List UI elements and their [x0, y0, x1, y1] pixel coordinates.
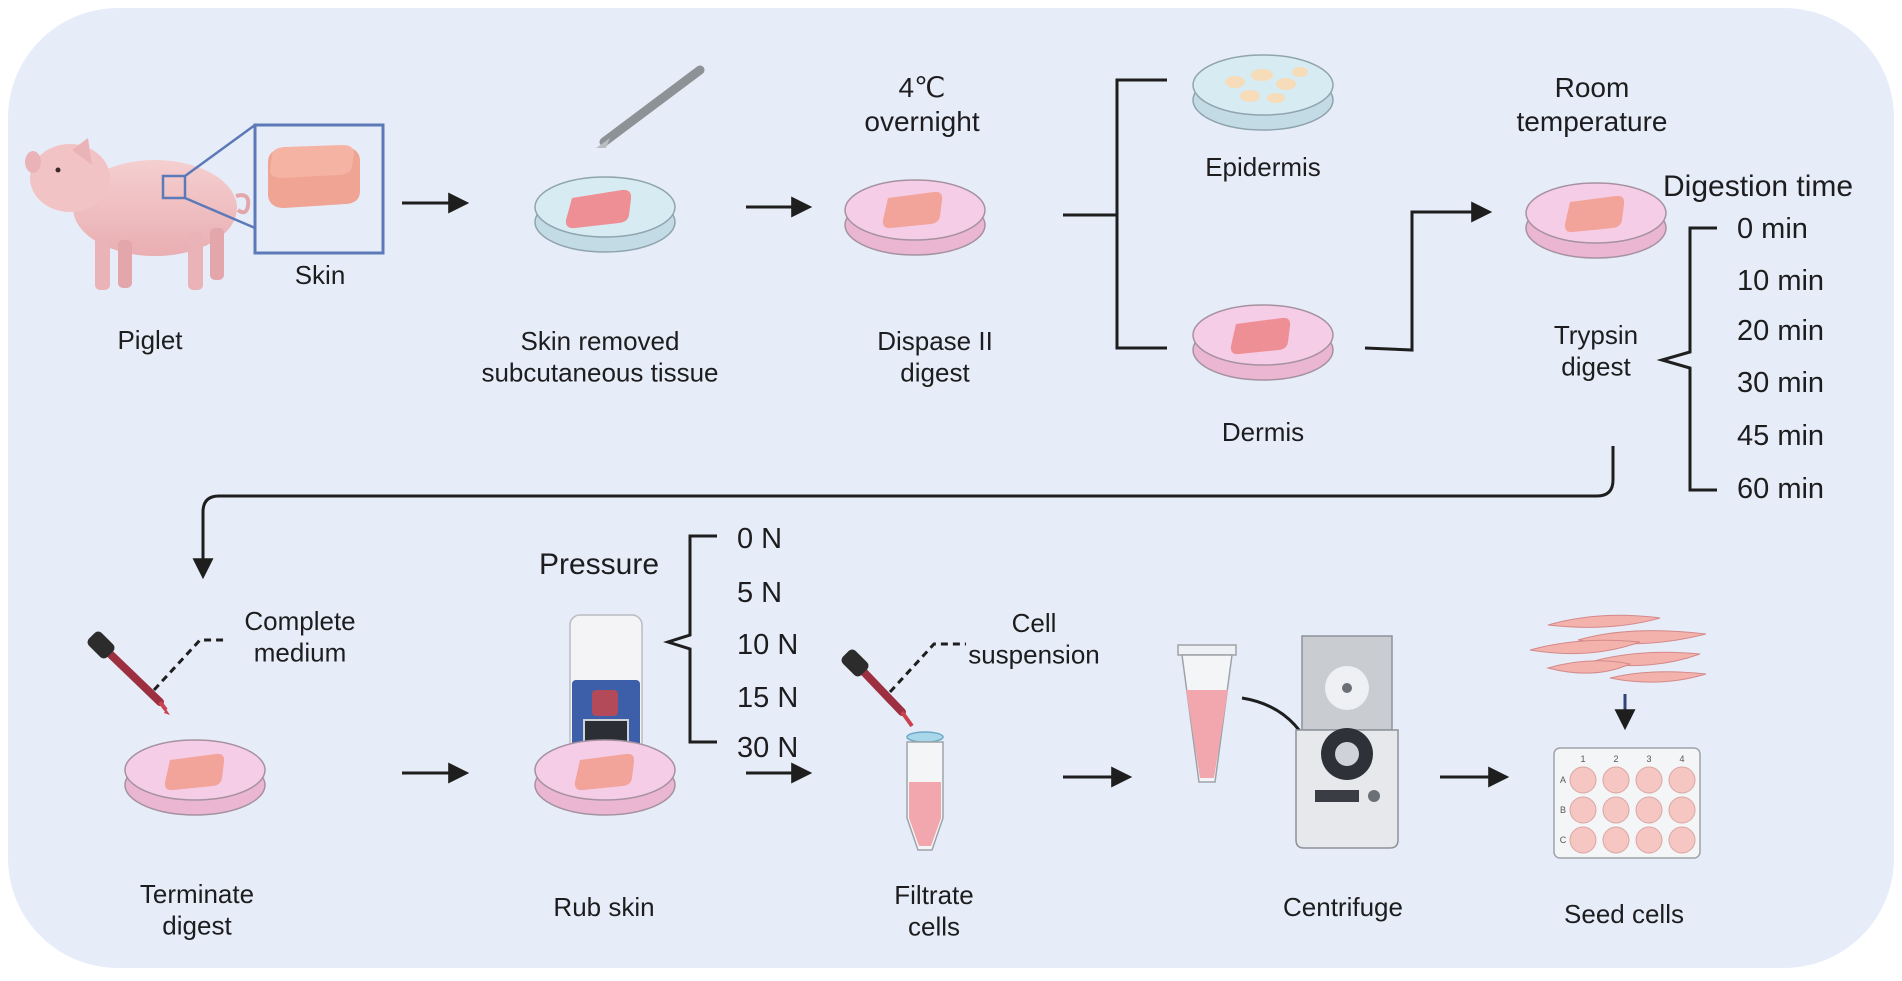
label-dermis: Dermis	[1222, 417, 1304, 447]
scalpel-icon	[596, 65, 705, 148]
plate-well	[1569, 796, 1597, 824]
plate-well	[1668, 826, 1696, 854]
plate-well	[1569, 766, 1597, 794]
skin-square-icon	[268, 145, 360, 208]
skin-sample-marker	[161, 174, 187, 200]
piglet-illustration	[25, 138, 251, 290]
plate-column-label: 2	[1613, 754, 1618, 764]
digestion-time-list: 0 min 10 min 20 min 30 min 45 min 60 min	[1737, 213, 1824, 505]
arrow-dermis-to-trypsin	[1364, 201, 1493, 352]
label-rub-skin: Rub skin	[553, 892, 654, 922]
plate-well	[1602, 796, 1630, 824]
plate-column-label: 1	[1580, 754, 1585, 764]
background-panel	[8, 8, 1894, 968]
digestion-time-brace	[1656, 226, 1717, 492]
petri-dish-trypsin	[1525, 182, 1667, 259]
pressure-item: 10 N	[737, 629, 798, 661]
digestion-time-item: 60 min	[1737, 473, 1824, 505]
plate-column-label: 4	[1679, 754, 1684, 764]
plate-row-label: C	[1560, 835, 1567, 845]
digestion-time-item: 20 min	[1737, 315, 1824, 347]
label-digestion-time: Digestion time	[1663, 170, 1853, 203]
petri-dish-terminate	[124, 739, 266, 816]
plate-row-label: A	[1560, 775, 1566, 785]
label-seed-cells: Seed cells	[1564, 899, 1684, 929]
petri-dish-epidermis	[1192, 54, 1334, 131]
label-piglet: Piglet	[117, 325, 183, 355]
skin-zoom-frame	[253, 123, 385, 255]
pressure-item: 5 N	[737, 577, 782, 609]
plate-well	[1668, 766, 1696, 794]
filter-tube-icon	[906, 731, 944, 851]
split-bracket	[1063, 78, 1167, 350]
label-centrifuge: Centrifuge	[1283, 892, 1403, 922]
pressure-item: 0 N	[737, 523, 782, 555]
digestion-time-item: 30 min	[1737, 367, 1824, 399]
digestion-time-item: 10 min	[1737, 265, 1824, 297]
centrifuge-icon	[1295, 635, 1399, 849]
pipette-icon-suspension	[841, 649, 914, 728]
pressure-brace	[663, 534, 717, 744]
petri-dish-skin-removed	[534, 176, 676, 253]
plate-well	[1569, 826, 1597, 854]
pressure-list: 0 N 5 N 10 N 15 N 30 N	[737, 523, 798, 764]
pressure-item: 15 N	[737, 682, 798, 714]
label-epidermis: Epidermis	[1205, 152, 1321, 182]
plate-well	[1635, 766, 1663, 794]
label-skin: Skin	[295, 260, 346, 290]
plate-well	[1668, 796, 1696, 824]
plate-well	[1602, 766, 1630, 794]
suspension-callout-line	[888, 642, 966, 694]
petri-dish-dermis	[1192, 304, 1334, 381]
petri-dish-dispase	[844, 179, 986, 256]
digestion-time-item: 0 min	[1737, 213, 1808, 245]
well-plate-wells: 1 2 3 4A B C	[1560, 754, 1696, 854]
microtube-icon	[1177, 644, 1237, 783]
plate-well	[1635, 796, 1663, 824]
petri-dish-rub	[534, 739, 676, 816]
pressure-meter-icon	[569, 614, 643, 778]
fibroblast-cells-icon	[1529, 614, 1707, 683]
plate-row-label: B	[1560, 805, 1566, 815]
plate-well	[1602, 826, 1630, 854]
pressure-item: 30 N	[737, 732, 798, 764]
medium-callout-line	[152, 638, 226, 692]
plate-column-label: 3	[1646, 754, 1651, 764]
digestion-time-item: 45 min	[1737, 420, 1824, 452]
pipette-icon-medium	[87, 631, 170, 715]
plate-well	[1635, 826, 1663, 854]
arrow-trypsin-to-terminate	[192, 446, 1615, 580]
label-pressure: Pressure	[539, 548, 659, 581]
